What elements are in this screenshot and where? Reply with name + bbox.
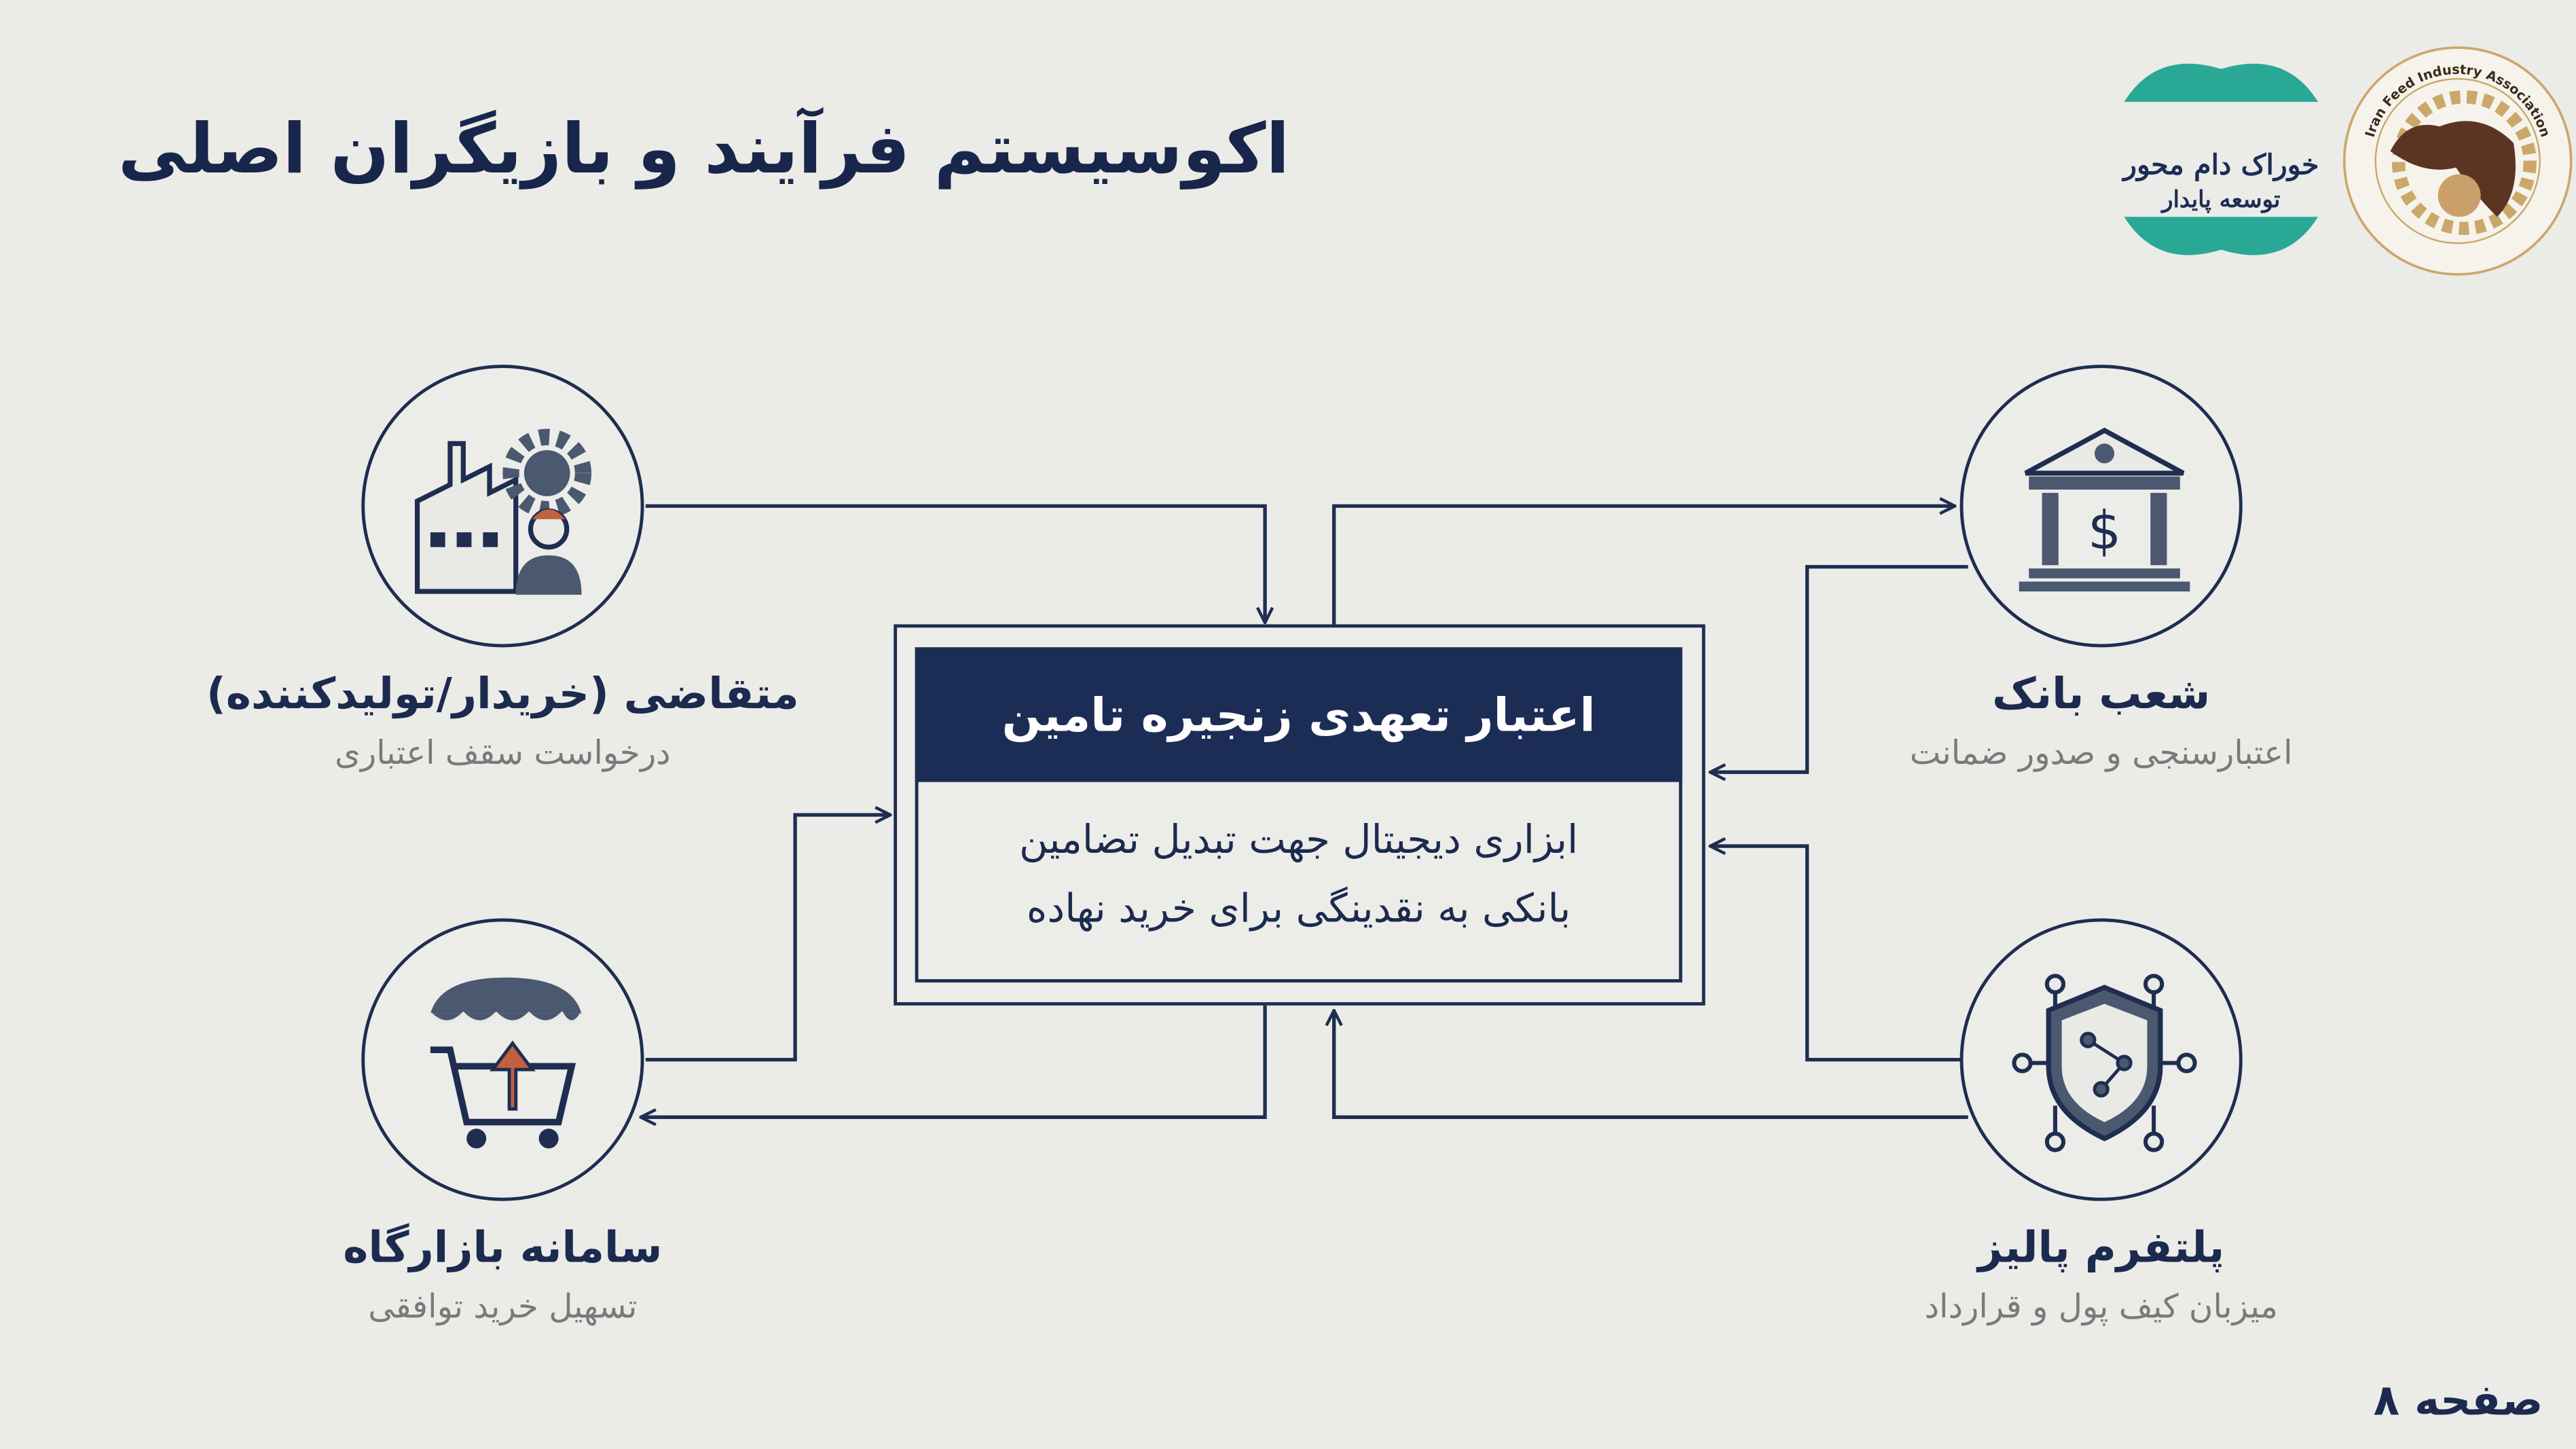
arrow-buyer-to-center	[645, 504, 1265, 623]
bank-title: شعب بانک	[1992, 670, 2211, 720]
center-line-2: بانکی به نقدینگی برای خرید نهاده	[1026, 885, 1571, 932]
paliz-node	[1959, 918, 2243, 1201]
buyer-label: متقاضی (خریدار/تولیدکننده) درخواست سقف ا…	[174, 670, 831, 772]
svg-text:خوراک دام محور: خوراک دام محور	[2121, 147, 2319, 181]
paliz-label: پلتفرم پالیز میزبان کیف پول و قرارداد	[1773, 1224, 2430, 1326]
arrow-center-to-bank	[1332, 506, 1955, 625]
center-title: اعتبار تعهدی زنجیره تامین	[915, 647, 1682, 782]
marketplace-subtitle: تسهیل خرید توافقی	[368, 1286, 638, 1326]
center-line-1: ابزاری دیجیتال جهت تبدیل تضامین	[1019, 816, 1579, 863]
buyer-title: متقاضی (خریدار/تولیدکننده)	[206, 670, 799, 720]
bank-subtitle: اعتبارسنجی و صدور ضمانت	[1909, 733, 2293, 773]
bank-label: شعب بانک اعتبارسنجی و صدور ضمانت	[1773, 670, 2430, 772]
arrow-center-to-market	[641, 1005, 1267, 1118]
sustainable-feed-logo: خوراک دام محور توسعه پایدار	[2108, 50, 2334, 270]
arrow-bank-to-center	[1710, 565, 1968, 772]
buyer-subtitle: درخواست سقف اعتباری	[334, 733, 671, 773]
factory-worker-icon	[414, 428, 592, 595]
iran-feed-association-logo: Iran Feed Industry Association	[2341, 44, 2575, 278]
svg-text:توسعه پایدار: توسعه پایدار	[2160, 185, 2280, 213]
marketplace-cart-icon	[429, 977, 583, 1149]
marketplace-node	[361, 918, 644, 1201]
center-description: ابزاری دیجیتال جهت تبدیل تضامین بانکی به…	[915, 805, 1682, 943]
arrow-paliz-to-center-bottom	[1334, 1010, 1968, 1119]
bank-icon: $	[2019, 427, 2190, 592]
shield-network-icon	[2012, 974, 2197, 1152]
svg-text:$: $	[2088, 500, 2121, 562]
arrow-paliz-to-center	[1710, 846, 1968, 1062]
page-number: صفحه ۸	[2373, 1376, 2543, 1427]
bank-node: $	[1959, 365, 2243, 648]
arrow-market-to-center	[645, 815, 891, 1062]
marketplace-title: سامانه بازارگاه	[343, 1224, 663, 1274]
buyer-node	[361, 365, 644, 648]
page-title: اکوسیستم فرآیند و بازیگران اصلی	[117, 108, 1290, 189]
paliz-title: پلتفرم پالیز	[1978, 1224, 2225, 1274]
paliz-subtitle: میزبان کیف پول و قرارداد	[1924, 1286, 2278, 1326]
marketplace-label: سامانه بازارگاه تسهیل خرید توافقی	[174, 1224, 831, 1326]
